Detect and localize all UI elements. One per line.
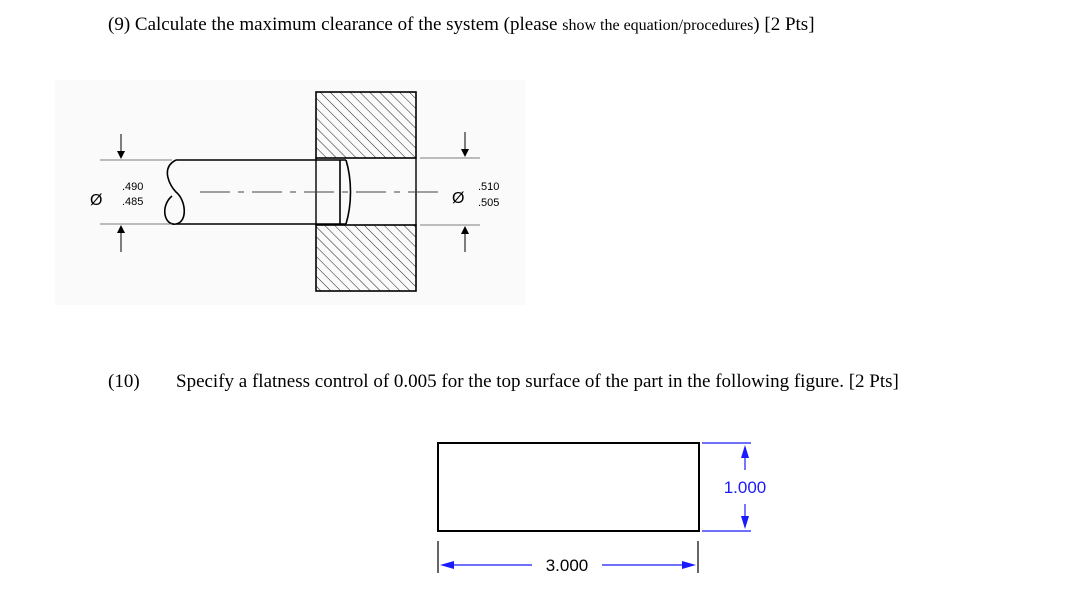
height-dimension-value: 1.000 xyxy=(724,478,767,497)
height-arrow-bottom xyxy=(741,516,749,529)
width-arrow-right xyxy=(682,561,696,569)
shaft xyxy=(164,159,352,225)
hole-upper-limit: .510 xyxy=(478,181,499,193)
hole-block xyxy=(315,91,417,292)
part-outline xyxy=(437,442,700,532)
figure-10-part: 1.000 3.000 xyxy=(437,442,767,575)
hole-lower-limit: .505 xyxy=(478,197,499,209)
width-arrow-left xyxy=(440,561,454,569)
shaft-arrow-top-head xyxy=(117,151,125,159)
hole-diameter-symbol: Ø xyxy=(452,190,464,207)
height-dimension: 1.000 xyxy=(702,442,767,532)
question-10-number: (10) xyxy=(108,371,140,392)
question-9-part3: ) [2 Pts] xyxy=(753,14,815,35)
shaft-dimension-arrows xyxy=(117,134,125,252)
width-dimension-value: 3.000 xyxy=(546,556,589,575)
hole-arrow-top-head xyxy=(461,149,469,157)
question-9-part2: show the equation/procedures xyxy=(562,17,754,34)
question-9-prompt: (9) Calculate the maximum clearance of t… xyxy=(108,15,815,34)
shaft-diameter-symbol: Ø xyxy=(90,192,102,209)
hole-arrow-bottom-head xyxy=(461,226,469,234)
hole-block-upper xyxy=(315,91,417,159)
hole-block-lower xyxy=(315,224,417,292)
question-9-part1: (9) Calculate the maximum clearance of t… xyxy=(108,14,563,35)
shaft-arrow-bottom-head xyxy=(117,225,125,233)
shaft-upper-limit: .490 xyxy=(122,181,143,193)
shaft-end xyxy=(339,159,352,225)
width-dimension: 3.000 xyxy=(437,541,699,575)
question-10-prompt: Specify a flatness control of 0.005 for … xyxy=(176,371,899,392)
shaft-lower-limit: .485 xyxy=(122,196,143,208)
hole-dimension-arrows xyxy=(461,132,469,252)
figure-9-shaft-hole: Ø .490 .485 Ø .510 .505 xyxy=(55,80,525,305)
height-arrow-top xyxy=(741,445,749,458)
shaft-break-symbol xyxy=(164,159,186,225)
